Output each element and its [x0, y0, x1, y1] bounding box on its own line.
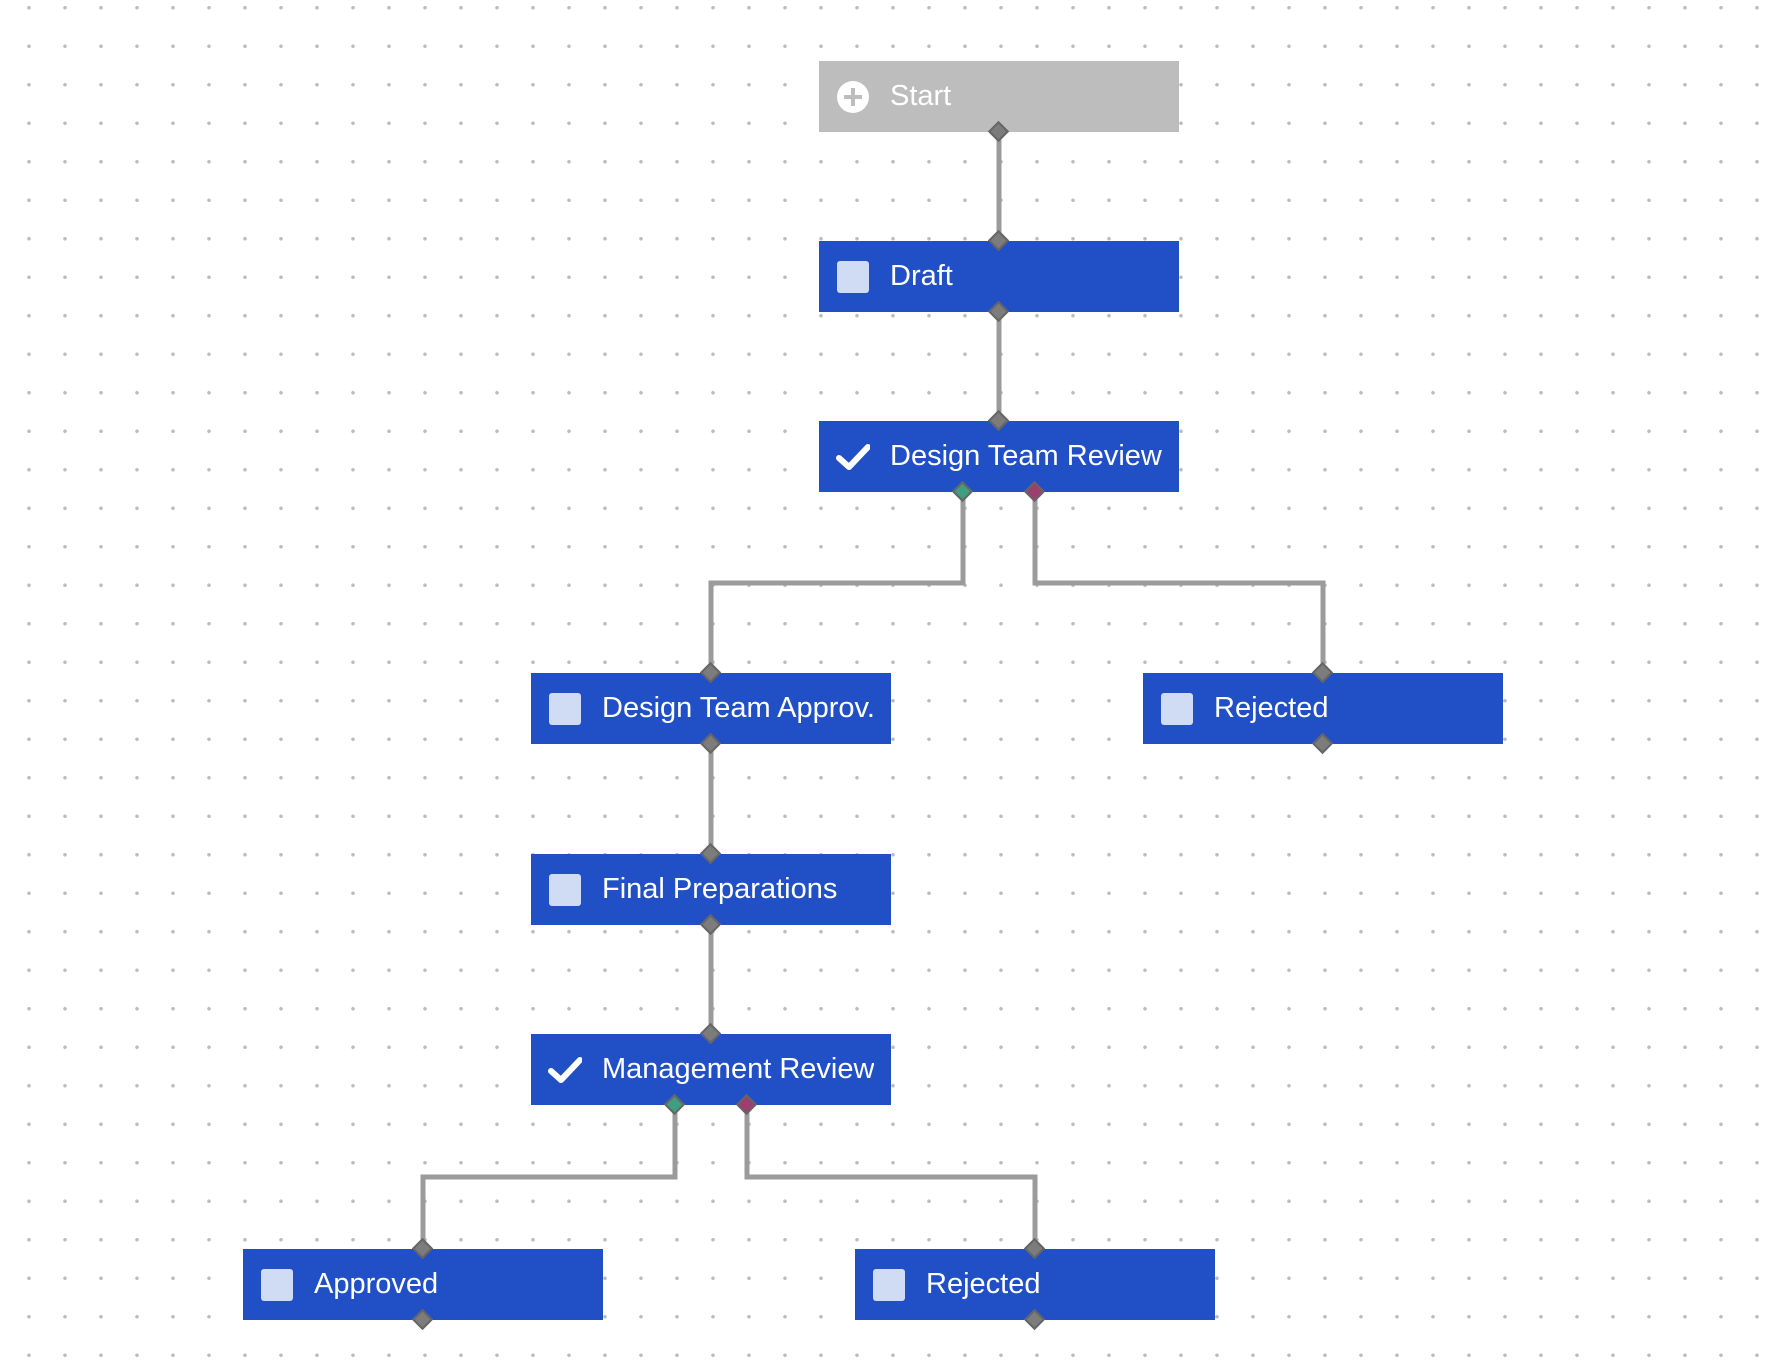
workflow-node-rejected[interactable]: Rejected [1143, 673, 1503, 744]
workflow-node-draft[interactable]: Draft [819, 241, 1179, 312]
node-label: Design Team Approv. [602, 692, 875, 724]
connector-design-review-design-approved [708, 491, 966, 670]
square-icon [260, 1268, 294, 1302]
plus-circle-icon [836, 80, 870, 114]
check-icon [548, 1053, 582, 1087]
workflow-node-design-team-approved[interactable]: Design Team Approv. [531, 673, 891, 744]
workflow-node-final-preparations[interactable]: Final Preparations [531, 854, 891, 925]
node-label: Management Review [602, 1053, 875, 1085]
square-icon [1160, 692, 1194, 726]
connector-design-review-rejected [1032, 491, 1326, 670]
workflow-node-management-review[interactable]: Management Review [531, 1034, 891, 1105]
square-icon [548, 873, 582, 907]
node-label: Start [890, 80, 952, 112]
workflow-node-approved[interactable]: Approved [243, 1249, 603, 1320]
square-icon [836, 260, 870, 294]
workflow-node-start[interactable]: Start [819, 61, 1179, 132]
node-label: Final Preparations [602, 873, 838, 905]
node-label: Rejected [926, 1268, 1041, 1300]
square-icon [872, 1268, 906, 1302]
workflow-node-design-team-review[interactable]: Design Team Review [819, 421, 1179, 492]
node-label: Design Team Review [890, 440, 1162, 472]
workflow-node-rejected-final[interactable]: Rejected [855, 1249, 1215, 1320]
node-label: Approved [314, 1268, 439, 1300]
connector-management-review-approved [420, 1104, 678, 1246]
check-icon [836, 440, 870, 474]
node-label: Rejected [1214, 692, 1329, 724]
connector-management-review-rejected [744, 1104, 1038, 1246]
node-label: Draft [890, 260, 953, 292]
square-icon [548, 692, 582, 726]
